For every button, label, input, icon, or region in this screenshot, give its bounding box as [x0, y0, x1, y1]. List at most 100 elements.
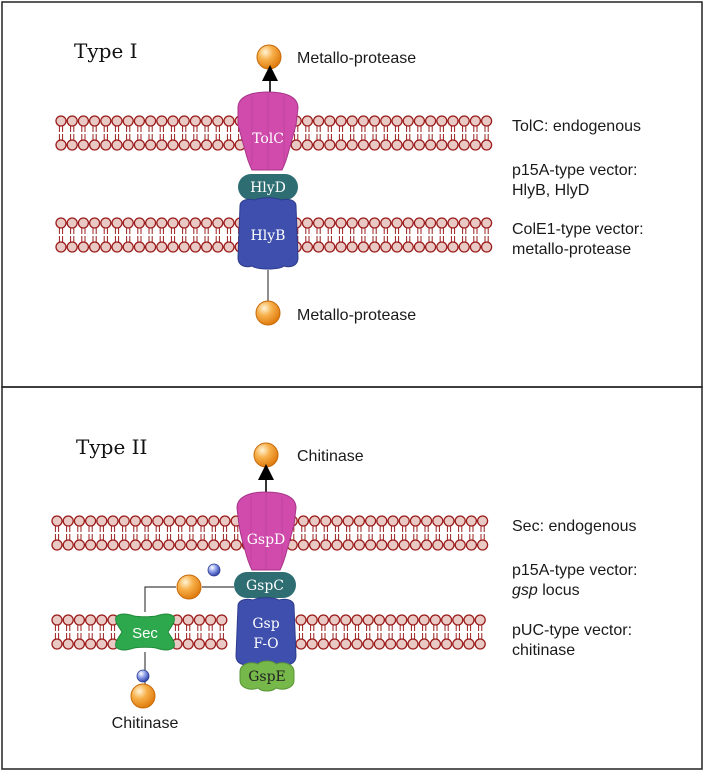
lipid-tails [110, 526, 116, 540]
lipid-tails [377, 625, 382, 639]
lipid-tails [316, 126, 321, 140]
lipid-head [340, 638, 352, 650]
lipid-head [436, 217, 448, 229]
lipid-tails [103, 228, 108, 242]
lipid-head [407, 638, 419, 650]
lipid-tails [310, 625, 315, 639]
lipid-head [402, 241, 414, 253]
lipid-head [111, 241, 123, 253]
lipid-head [301, 217, 314, 229]
lipid-head [384, 614, 397, 626]
lipid-tails [219, 625, 224, 639]
lipid-head [189, 217, 202, 229]
gspd-protein: GspD [236, 491, 297, 571]
lipid-head [308, 539, 321, 551]
lipid-head [452, 638, 464, 650]
lipid-head [418, 614, 430, 626]
lipid-head [463, 614, 475, 626]
lipid-tails [305, 228, 310, 242]
lipid-head [122, 217, 134, 229]
lipid-tails [170, 126, 176, 140]
lipid-tails [114, 126, 120, 140]
lipid-head [167, 217, 179, 229]
lipid-head [324, 241, 336, 253]
lipid-tails [439, 126, 444, 140]
lipid-head [216, 638, 228, 650]
lipid-head [331, 515, 343, 527]
lipid-head [380, 241, 392, 253]
lipid-head [312, 115, 325, 127]
lipid-head [308, 515, 321, 527]
lipid-head [443, 515, 455, 527]
lipid-head [77, 217, 90, 229]
note-p15a2-line2: gsp locus [512, 582, 580, 599]
lipid-head [357, 115, 370, 127]
lipid-tails [81, 228, 86, 242]
lipid-head [156, 139, 168, 151]
lipid-tails [343, 625, 348, 639]
lipid-tails [305, 126, 310, 140]
lipid-head [413, 217, 426, 229]
hlyb-label: HlyB [251, 228, 286, 244]
lipid-head [189, 115, 202, 127]
lipid-tails [388, 625, 393, 639]
lipid-tails [444, 625, 449, 639]
lipid-head [193, 614, 206, 626]
note-puc-line2: chitinase [512, 642, 575, 659]
lipid-head [196, 539, 209, 551]
lipid-tails [226, 126, 232, 140]
lipid-head [447, 115, 459, 127]
lipid-head [380, 139, 392, 151]
lipid-tails [338, 126, 344, 140]
lipid-head [364, 539, 377, 551]
lipid-head [100, 241, 112, 253]
lipid-head [362, 614, 374, 626]
lipid-head [418, 638, 430, 650]
lipid-head [465, 539, 478, 551]
lipid-tails [92, 228, 97, 242]
lipid-head [133, 139, 146, 151]
lipid-tails [327, 228, 332, 242]
lipid-head [396, 614, 408, 626]
lipid-head [335, 139, 347, 151]
lipid-head [424, 217, 437, 229]
lipid-head [324, 139, 336, 151]
lipid-tails [422, 625, 427, 639]
lipid-head [223, 139, 235, 151]
lipid-tails [81, 126, 86, 140]
inner-membrane-2-right [295, 614, 486, 650]
lipid-head [436, 241, 448, 253]
lipid-head [297, 539, 310, 551]
lipid-head [320, 539, 332, 551]
lipid-head [163, 539, 175, 551]
metallo-protease-top-cargo [256, 44, 282, 70]
lipid-head [84, 638, 97, 650]
lipid-head [88, 115, 101, 127]
cargo-top-label-2: Chitinase [297, 448, 364, 465]
lipid-head [129, 515, 142, 527]
lipid-head [398, 539, 410, 551]
lipid-tails [357, 526, 362, 540]
inner-membrane-2-mid [171, 614, 228, 650]
lipid-head [301, 241, 314, 253]
lipid-tails [148, 228, 153, 242]
lipid-tails [88, 526, 93, 540]
lipid-head [317, 614, 330, 626]
lipid-head [346, 217, 358, 229]
note-locus: locus [538, 582, 580, 599]
lipid-head [84, 614, 97, 626]
lipid-tails [327, 126, 332, 140]
lipid-head [129, 539, 142, 551]
lipid-head [156, 115, 168, 127]
lipid-head [297, 515, 310, 527]
chitinase-exported-cargo [253, 442, 279, 468]
lipid-tails [458, 526, 463, 540]
note-sec-endogenous: Sec: endogenous [512, 518, 637, 535]
lipid-head [328, 614, 341, 626]
lipid-head [429, 638, 442, 650]
lipid-tails [428, 126, 433, 140]
note-tolc-endogenous: TolC: endogenous [512, 118, 641, 135]
lipid-head [380, 217, 392, 229]
lipid-tails [366, 625, 371, 639]
